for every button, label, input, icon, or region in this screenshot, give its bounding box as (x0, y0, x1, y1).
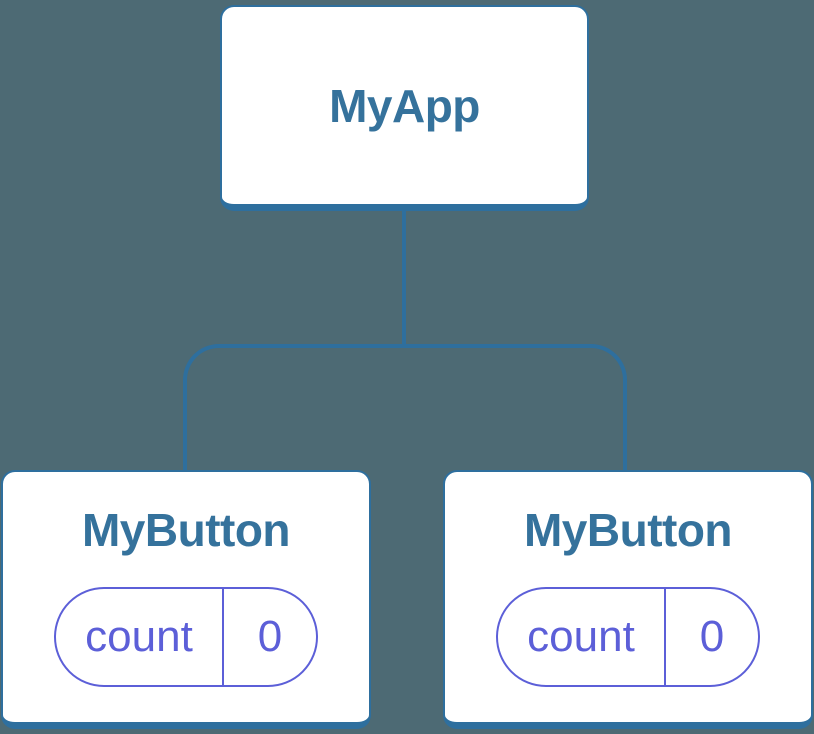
state-key: count (85, 612, 193, 661)
node-title: MyButton (523, 504, 733, 556)
node-title: MyApp (329, 79, 480, 132)
node-title: MyButton (81, 504, 291, 556)
state-pill: count 0 (496, 587, 760, 687)
child-node-mybutton-left: MyButton count 0 (1, 470, 371, 729)
child-node-mybutton-right: MyButton count 0 (443, 470, 813, 729)
state-pill: count 0 (54, 587, 318, 687)
state-value: 0 (664, 589, 758, 685)
branch-connector (183, 344, 627, 470)
state-value: 0 (222, 589, 316, 685)
root-node-myapp: MyApp (220, 5, 589, 211)
root-connector-line (402, 211, 406, 346)
state-key: count (527, 612, 635, 661)
